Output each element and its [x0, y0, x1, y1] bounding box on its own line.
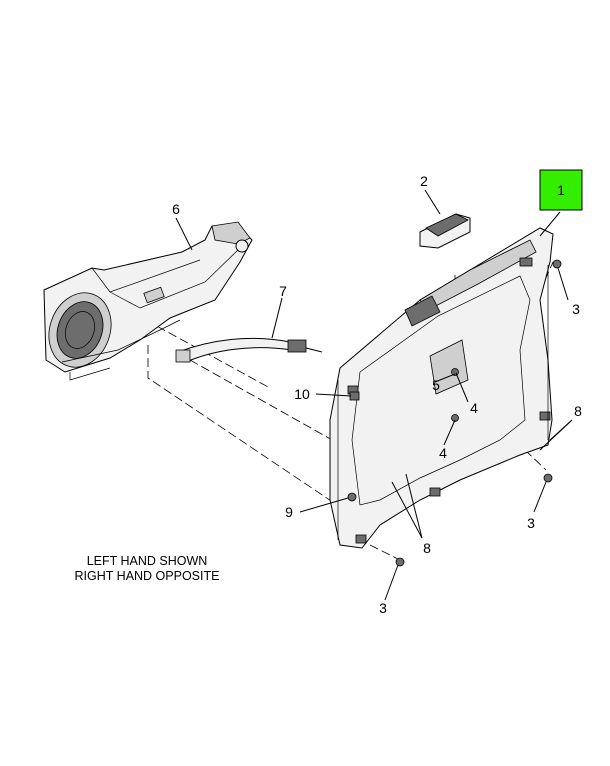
callout-8-right: 8: [574, 403, 582, 419]
door-trim-panel-part-1: [329, 227, 554, 549]
callout-10: 10: [294, 386, 310, 402]
leader-lines: [175, 189, 573, 601]
callout-4-lower: 4: [439, 445, 447, 461]
speaker-bracket-part-6: [43, 221, 253, 381]
orientation-note: LEFT HAND SHOWN RIGHT HAND OPPOSITE: [75, 554, 220, 583]
fastener-part-9: [347, 492, 357, 502]
wire-harness-part-7: [175, 337, 323, 363]
callout-numbers: 1 2 3 3 3 4 4 5 6 7 8 8 9 10: [172, 173, 582, 616]
callout-9: 9: [285, 504, 293, 520]
callout-1: 1: [557, 182, 565, 198]
note-line-1: LEFT HAND SHOWN: [87, 554, 208, 568]
callout-5: 5: [432, 377, 440, 393]
clip-part-10: [349, 391, 360, 401]
callout-6: 6: [172, 201, 180, 217]
callout-1-highlight: [539, 169, 583, 211]
handle-insert-part-2: [419, 213, 471, 249]
callout-3-right: 3: [527, 515, 535, 531]
callout-4-upper: 4: [470, 400, 478, 416]
note-line-2: RIGHT HAND OPPOSITE: [75, 569, 220, 583]
callout-3-bottom: 3: [379, 600, 387, 616]
fastener-nuts-part-3: [395, 259, 562, 567]
callout-7: 7: [279, 283, 287, 299]
callout-2: 2: [420, 173, 428, 189]
callout-3-top: 3: [572, 301, 580, 317]
callout-8-bottom: 8: [423, 540, 431, 556]
